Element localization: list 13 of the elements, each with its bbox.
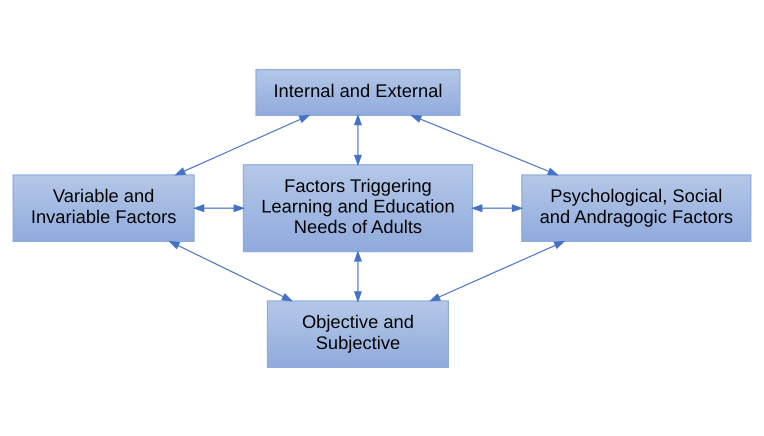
arrow: [192, 204, 246, 212]
node-box: Internal and External: [255, 68, 460, 116]
arrow: [168, 240, 294, 302]
arrow: [428, 240, 566, 302]
node-box: Variable and Invariable Factors: [12, 174, 195, 242]
arrow: [354, 113, 362, 166]
arrow: [174, 114, 310, 176]
node-box: Psychological, Social and Andragogic Factors: [521, 174, 752, 242]
node-box: Objective and Subjective: [266, 300, 450, 368]
arrow: [354, 250, 362, 302]
node-box: Factors Triggering Learning and Education Needs of Adults: [242, 164, 474, 252]
arrow: [410, 114, 560, 176]
arrow: [470, 204, 524, 212]
